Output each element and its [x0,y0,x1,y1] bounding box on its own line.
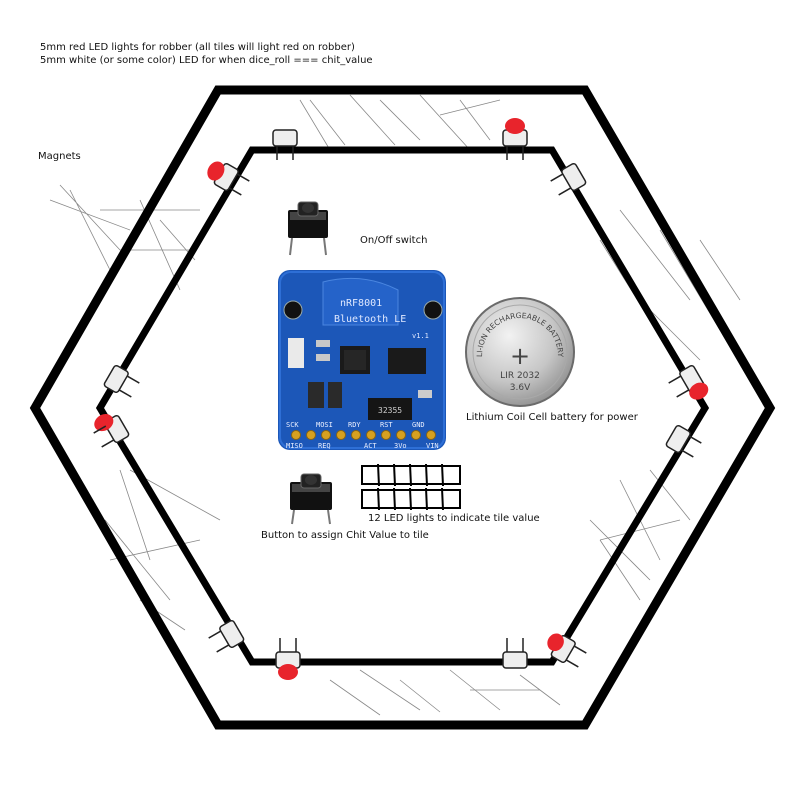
led-array-sketch [362,464,460,510]
battery-voltage: 3.6V [510,383,531,393]
pin-label-mosi: MOSI [316,421,333,429]
board-name: nRF8001 [340,298,382,309]
pin-label-req: REQ [318,442,331,450]
chip-label: 32355 [378,406,402,415]
bluetooth-board: nRF8001 Bluetooth LE v1.1 32355 SCK MOSI… [278,270,446,450]
board-subtitle: Bluetooth LE [334,314,406,325]
board-version: v1.1 [412,332,429,340]
onoff-switch-icon [288,202,328,255]
pin-label-sck: SCK [286,421,299,429]
led-bottom-right [503,638,527,668]
led-bottom-left [276,638,300,680]
pin-label-rdy: RDY [348,421,361,429]
pin-label-gnd: GND [412,421,425,429]
battery-plus-symbol: + [510,342,530,370]
led-top-left [273,130,297,160]
led-lower-left [207,620,245,656]
battery-model: LIR 2032 [500,371,540,381]
pin-label-vin: VIN [426,442,439,450]
pin-label-miso: MISO [286,442,303,450]
led-right-lower [665,425,703,461]
coin-cell-battery-icon: LI-ION RECHARGEABLE BATTERY + LIR 2032 3… [466,298,574,406]
pin-label-act: ACT [364,442,377,450]
pin-label-rst: RST [380,421,393,429]
pin-label-3vo: 3Vo [394,442,407,450]
chit-button-icon [290,474,332,524]
led-top-right [503,118,527,160]
